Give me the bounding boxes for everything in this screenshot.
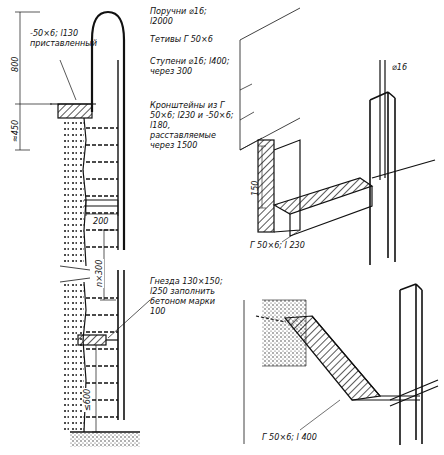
- dimension-label: 150: [250, 181, 260, 196]
- rung-line: [86, 178, 118, 179]
- dimension-label: 200: [92, 216, 109, 226]
- rung-line: [86, 416, 118, 417]
- part-label: Поручни ⌀16; l2000: [150, 6, 232, 26]
- note-label: -50×6; l130 приставленный: [30, 28, 88, 48]
- note-label: Гнезда 130×150; l250 заполнить бетоном м…: [150, 276, 232, 316]
- rung-line: [86, 297, 118, 298]
- rung-line: [86, 314, 118, 315]
- dimension-label: n×300: [94, 259, 104, 288]
- rung-line: [86, 246, 118, 247]
- rung-line: [86, 195, 118, 196]
- part-label: Ступени ⌀16; l400; через 300: [150, 56, 232, 76]
- dimension-label: ≤600: [82, 388, 92, 412]
- part-label: Г 50×6; l 400: [262, 432, 317, 442]
- rung-line: [86, 365, 118, 366]
- part-label: Кронштейны из Г 50×6; l230 и -50×6; l180…: [150, 100, 238, 150]
- rung-line: [86, 348, 118, 349]
- part-label: Тетивы Г 50×6: [150, 34, 232, 44]
- rung-line: [86, 382, 118, 383]
- rung-line: [86, 127, 118, 128]
- rung-line: [86, 144, 118, 145]
- part-label: Г 50×6; l 230: [250, 240, 305, 250]
- rung-line: [86, 161, 118, 162]
- dimension-label: 800: [10, 57, 20, 72]
- rung-line: [86, 331, 118, 332]
- rung-line: [86, 212, 118, 213]
- dimension-label: ⌀16: [392, 62, 407, 72]
- dimension-label: ≈450: [10, 120, 20, 142]
